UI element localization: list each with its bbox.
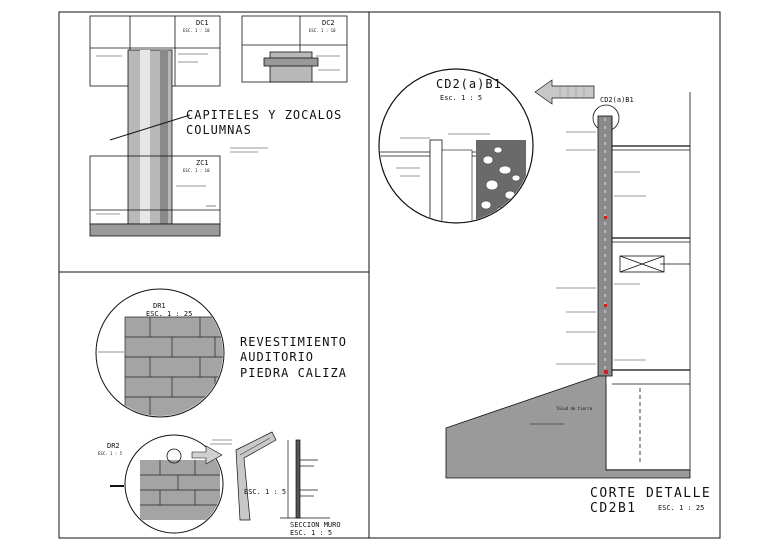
soil-slope <box>445 375 691 479</box>
base-slab <box>89 223 221 237</box>
column-shaft <box>127 49 173 225</box>
section-title: CORTE DETALLE <box>590 486 711 501</box>
panel-section-detail: CD2(a)B1 Esc. 1 : 5 CD2(a)B1 <box>378 68 711 516</box>
cladding-title-3: PIEDRA CALIZA <box>240 366 347 380</box>
dr2-id: DR2 <box>107 442 120 450</box>
soil-label: Talud de tierra <box>556 406 593 411</box>
callout-circle-scale: Esc. 1 : 5 <box>440 94 482 102</box>
column-caps-title-2: COLUMNAS <box>186 123 252 137</box>
dr1-scale: ESC. 1 : 25 <box>146 310 192 318</box>
dc2-id: DC2 <box>322 19 335 27</box>
wall-section-scale: ESC. 1 : 5 <box>290 529 332 537</box>
callout-circle-id: CD2(a)B1 <box>436 77 502 91</box>
corner-detail <box>210 431 277 521</box>
zc1-id: ZC1 <box>196 159 209 167</box>
column-caps-title-1: CAPITELES Y ZOCALOS <box>186 108 342 122</box>
wall-section-title: SECCION MURO <box>290 521 341 529</box>
detail-dc2 <box>241 15 348 83</box>
callout-arrow <box>191 445 223 465</box>
callout-tag: CD2(a)B1 <box>600 96 634 104</box>
annotation-notes <box>96 53 340 215</box>
sheet-frame <box>58 11 721 539</box>
section-annotations <box>556 131 646 365</box>
section-id: CD2B1 <box>590 501 637 516</box>
red-markers <box>604 216 608 374</box>
section-direction-arrow <box>534 79 595 105</box>
dc1-scale: ESC. 1 : 10 <box>183 28 210 33</box>
cladding-title-2: AUDITORIO <box>240 350 314 364</box>
dr2-scale: ESC. 1 : 5 <box>98 451 123 456</box>
wall-section-detail <box>280 439 330 519</box>
panel-auditorium-cladding: DR1 ESC. 1 : 25 REVESTIMIENTO AUDITORIO … <box>95 288 347 537</box>
zc1-scale: ESC. 1 : 10 <box>183 168 210 173</box>
detail-dr2 <box>110 434 224 534</box>
title-leader <box>109 114 191 141</box>
panel-column-caps: DC1 ESC. 1 : 10 DC2 ESC. 1 : 10 ZC1 ESC.… <box>89 15 348 237</box>
dc2-scale: ESC. 1 : 10 <box>309 28 336 33</box>
dc1-id: DC1 <box>196 19 209 27</box>
building-section <box>597 92 691 471</box>
callout-circle-detail <box>378 68 534 224</box>
section-scale: ESC. 1 : 25 <box>658 504 704 512</box>
corner-scale: ESC. 1 : 5 <box>244 488 286 496</box>
dr1-id: DR1 <box>153 302 166 310</box>
cladding-title-1: REVESTIMIENTO <box>240 335 347 349</box>
